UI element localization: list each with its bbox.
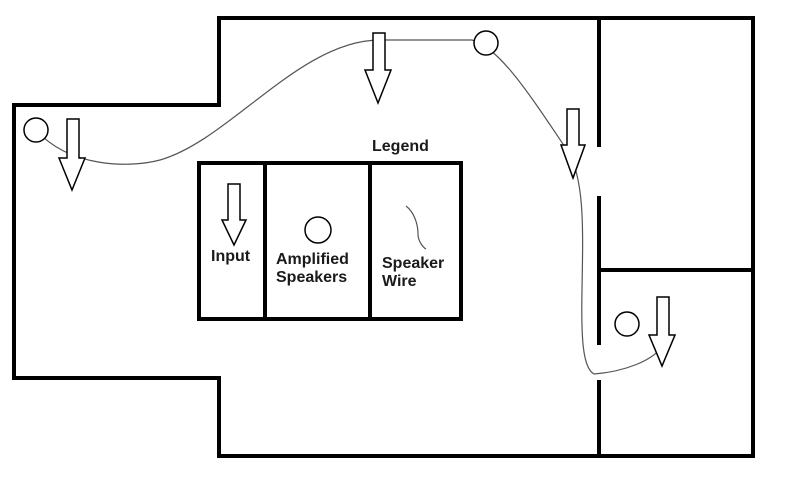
legend-wire-line-1: Speaker bbox=[382, 255, 445, 272]
input-arrow-1 bbox=[57, 118, 87, 192]
amplified-speaker-3 bbox=[614, 311, 640, 337]
legend-amp-line-1: Amplified bbox=[276, 251, 349, 268]
legend-wire-line-2: Wire bbox=[382, 272, 417, 290]
amplified-speaker-1 bbox=[23, 117, 49, 143]
legend-label-input: Input bbox=[211, 248, 251, 265]
legend-wire-squiggle-icon bbox=[405, 205, 427, 250]
speaker-wire-path bbox=[35, 39, 665, 375]
amplified-speaker-2 bbox=[473, 30, 499, 56]
input-arrow-3 bbox=[559, 108, 587, 181]
legend-amp-line-2: Speakers bbox=[276, 268, 348, 286]
input-arrow-4 bbox=[647, 296, 677, 368]
outer-walls bbox=[12, 16, 755, 458]
legend-input-arrow-icon bbox=[220, 183, 248, 247]
input-arrow-2 bbox=[363, 32, 393, 106]
legend-title: Legend bbox=[372, 138, 429, 155]
legend-speaker-circle-icon bbox=[304, 216, 332, 244]
legend-box bbox=[197, 161, 463, 321]
